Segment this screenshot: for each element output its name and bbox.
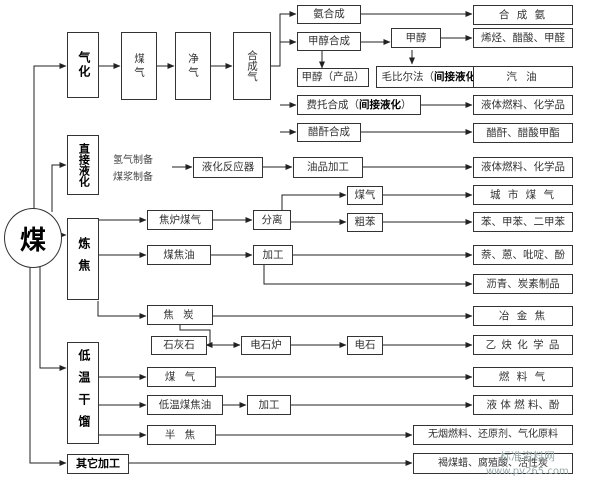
oil-processing-box: 油品加工: [293, 157, 363, 178]
coke-box: 焦 炭: [147, 305, 213, 325]
gasoline-box: 汽 油: [473, 66, 573, 88]
methanol-box: 甲醇: [391, 28, 441, 48]
ester-synthesis-box: 醋酐合成: [297, 123, 361, 142]
indirect-liquefaction-label-2: 间接液化: [359, 98, 401, 111]
hydrogen-prep-label: 氢气制备: [113, 155, 153, 166]
methanol-derivatives-box: 烯烃、醋酸、甲醛: [473, 28, 573, 48]
gas-chain-purified-label: 净气: [187, 52, 200, 80]
ester-products-box: 醋酐、醋酸甲酯: [473, 123, 573, 143]
category-low-temp-carbonization: 低温干馏: [67, 342, 99, 444]
direct-liq-products-box: 液体燃料、化学品: [473, 157, 573, 178]
ft-synthesis-box: 费托合成（间接液化）: [297, 95, 421, 115]
coal-root-node: 煤: [4, 208, 62, 268]
category-direct-liquefaction: 直接液化: [67, 135, 99, 195]
ammonia-product-box: 合 成 氨: [473, 5, 573, 25]
metallurgical-coke-box: 冶 金 焦: [473, 306, 573, 326]
limestone-box: 石灰石: [151, 336, 207, 355]
ltc-tar-products-box: 液 体 燃 料、酚: [473, 395, 573, 415]
slurry-prep-label: 煤浆制备: [113, 172, 153, 183]
ft-products-box: 液体燃料、化学品: [473, 95, 573, 115]
electric-furnace-box: 电石炉: [241, 336, 291, 355]
watermark-line2: www.pv265.com: [486, 466, 569, 477]
gas-chain-gas: 净气: [175, 32, 211, 100]
reactor-box: 液化反应器: [193, 157, 263, 178]
category-gasification: 气化: [67, 32, 99, 98]
gas-chain-coal: 煤气: [121, 32, 157, 100]
tar-processing-box: 加工: [253, 245, 293, 265]
ltc-gas-box: 煤 气: [147, 367, 216, 387]
asphalt-products-box: 沥青、炭素制品: [473, 274, 573, 294]
ltc-processing-box: 加工: [247, 395, 291, 415]
city-gas-box: 城 市 煤 气: [473, 185, 573, 205]
ammonia-synthesis-box: 氨合成: [297, 5, 361, 24]
low-temp-tar-box: 低温煤焦油: [147, 395, 223, 415]
separation-box: 分离: [253, 210, 291, 230]
semi-coke-products-box: 无烟燃料、还原剂、气化原料: [413, 425, 573, 445]
indirect-liquefaction-label: 间接液化: [434, 70, 476, 83]
coking-gas-box: 煤气: [347, 186, 383, 205]
category-coking: 炼焦: [67, 218, 99, 300]
category-other-processing: 其它加工: [67, 454, 129, 474]
coal-tar-box: 煤焦油: [147, 245, 211, 265]
coke-oven-gas-box: 焦炉煤气: [147, 210, 213, 230]
methanol-product-box: 甲醇（产品）: [297, 68, 369, 87]
watermark-line1: 标准资料网: [500, 450, 555, 463]
methanol-synthesis-box: 甲醇合成: [297, 32, 361, 51]
calcium-carbide-box: 电石: [347, 336, 383, 355]
gas-chain-syngas: 合成气: [233, 32, 271, 100]
fuel-gas-box: 燃 料 气: [473, 367, 573, 387]
acetylene-chem-box: 乙 炔 化 学 品: [473, 335, 573, 355]
benzene-products-box: 苯、甲苯、二甲苯: [473, 212, 573, 232]
semi-coke-box: 半 焦: [147, 425, 216, 445]
tar-products-box: 萘、蒽、吡啶、酚: [473, 245, 573, 265]
other-products-box: 褐煤蜡、腐殖酸、活性炭: [413, 453, 573, 474]
crude-benzene-box: 粗苯: [347, 213, 383, 232]
